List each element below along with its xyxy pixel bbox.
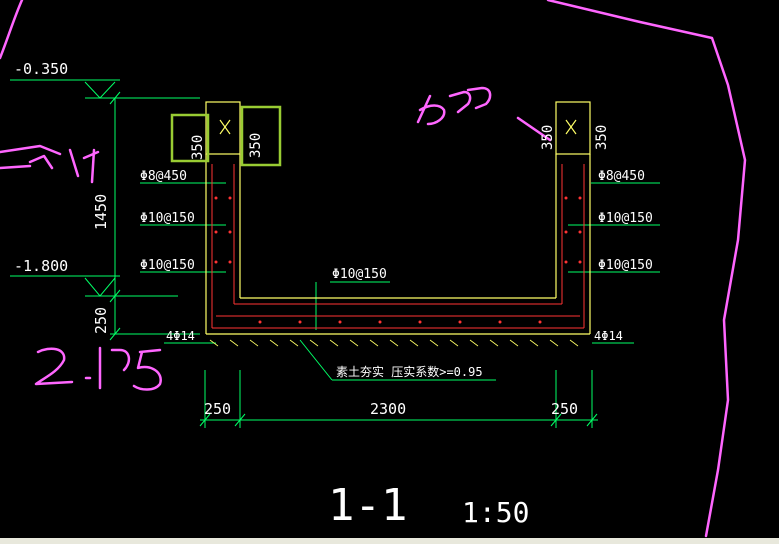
rebar-left-mid: Φ10@150 xyxy=(140,211,195,226)
dim-middle-2300: 2300 xyxy=(370,400,406,418)
dim-right-250: 250 xyxy=(551,400,578,418)
rebar-dots xyxy=(214,196,582,324)
wall-thickness-right-b: 350 xyxy=(594,125,610,150)
rebar-right-top: Φ8@450 xyxy=(598,169,645,184)
wall-thickness-left-a: 350 xyxy=(190,135,206,160)
wall-height-dim: 1450 xyxy=(92,194,110,230)
markup-handwriting-205 xyxy=(34,346,162,391)
markup-handwriting-500 xyxy=(416,86,552,142)
soil-hatching xyxy=(209,339,579,347)
elevation-mid-label: -1.800 xyxy=(14,257,68,275)
markup-handwriting-left xyxy=(0,144,100,184)
markup-annotations xyxy=(0,0,747,538)
wall-thickness-right-a: 350 xyxy=(540,125,556,150)
rebar-right-mid: Φ10@150 xyxy=(598,211,653,226)
rebar-corner-right: 4Φ14 xyxy=(594,329,623,343)
wall-thickness-left-b: 350 xyxy=(248,133,264,158)
markup-curve-top-right xyxy=(546,0,747,538)
bottom-status-strip xyxy=(0,538,779,544)
markup-curve-top-left xyxy=(0,0,24,60)
rebar-left-low: Φ10@150 xyxy=(140,258,195,273)
dim-left-250: 250 xyxy=(204,400,231,418)
dimension-lines xyxy=(10,79,660,428)
rebar-lines xyxy=(211,164,585,329)
rebar-corner-left: 4Φ14 xyxy=(166,329,195,343)
concrete-section xyxy=(205,101,591,335)
section-label: 1-1 xyxy=(328,480,407,531)
rebar-bottom-slab: Φ10@150 xyxy=(332,267,387,282)
rebar-left-top: Φ8@450 xyxy=(140,169,187,184)
highlight-box-left xyxy=(170,113,210,163)
slab-height-dim: 250 xyxy=(92,307,110,334)
section-scale: 1:50 xyxy=(462,496,529,529)
elevation-top-label: -0.350 xyxy=(14,60,68,78)
rebar-right-low: Φ10@150 xyxy=(598,258,653,273)
soil-compaction-note: 素土夯实 压实系数>=0.95 xyxy=(336,364,483,379)
highlight-box-right xyxy=(240,105,282,167)
